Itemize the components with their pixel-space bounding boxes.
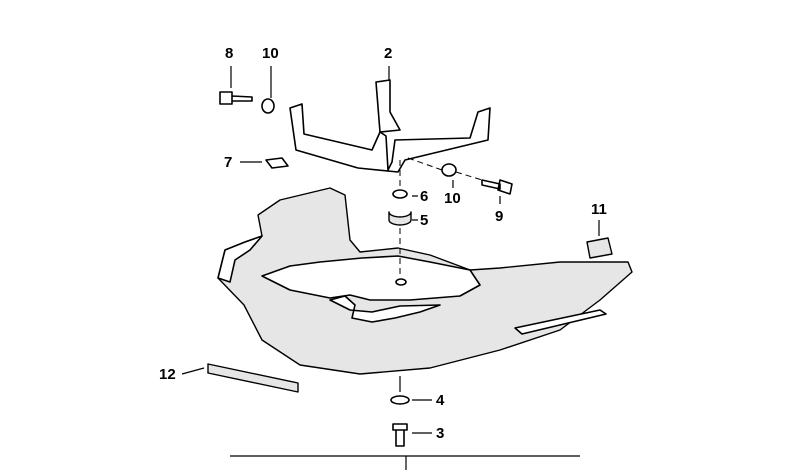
callout-8: 8 (225, 45, 234, 62)
rubber-mount-5 (388, 211, 412, 226)
callout-12: 12 (159, 366, 176, 383)
clip-7 (265, 157, 289, 169)
callout-3: 3 (436, 425, 445, 442)
callout-4: 4 (436, 392, 445, 409)
callout-6: 6 (420, 188, 429, 205)
belly-pan-slot (514, 309, 607, 335)
belly-pan-hole (395, 278, 407, 286)
callout-11: 11 (591, 201, 607, 218)
pad-11 (586, 237, 613, 259)
bushing-6 (392, 189, 408, 199)
belly-pan-left-lip (217, 235, 263, 283)
assembly-axes (399, 157, 483, 278)
belly-pan-inner (261, 255, 481, 301)
callout-7: 7 (224, 154, 233, 171)
callout-2: 2 (384, 45, 393, 62)
screw-8 (219, 91, 253, 105)
washer-10-top (261, 98, 275, 114)
callout-10-right: 10 (444, 190, 461, 207)
washer-10-right (441, 163, 457, 177)
strip-12 (207, 363, 299, 393)
belly-pan-notch (329, 295, 441, 323)
callout-10-top: 10 (262, 45, 279, 62)
bolt-3 (392, 423, 408, 447)
callout-5: 5 (420, 212, 429, 229)
leader-lines (181, 66, 600, 470)
washer-4 (390, 395, 410, 405)
bolt-9 (481, 179, 513, 195)
callout-9: 9 (495, 208, 504, 225)
bracket-2 (289, 103, 491, 173)
bracket-2-upright (375, 79, 401, 133)
